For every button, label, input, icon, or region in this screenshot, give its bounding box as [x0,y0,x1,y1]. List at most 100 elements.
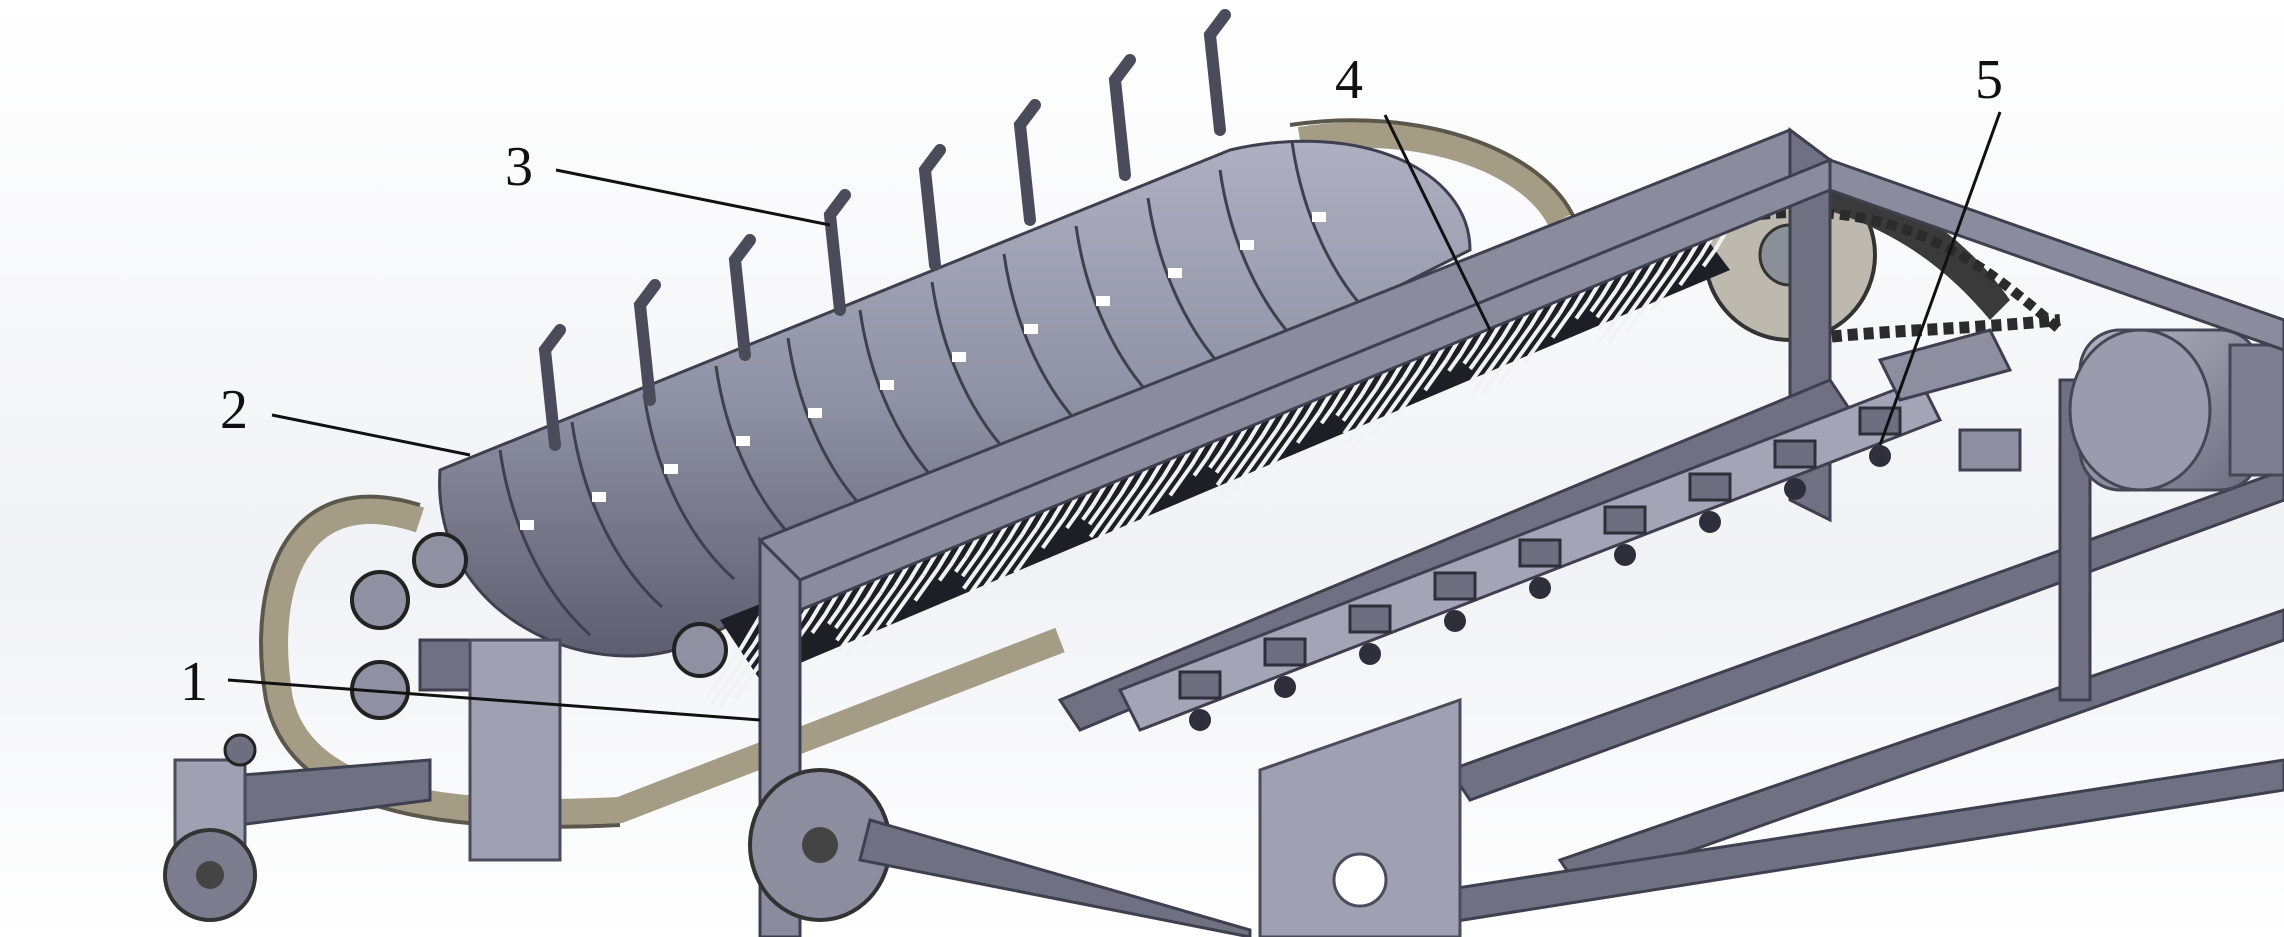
bristle [1596,283,1632,332]
bristle [1423,358,1449,392]
cam-lug [1518,538,1562,568]
drum-slot [1024,324,1038,334]
bristle [1497,318,1548,386]
bristle [1081,503,1095,521]
callout-1: 1 [180,651,208,713]
bristle [1395,364,1435,417]
bristle [1225,428,1279,501]
cam-lug [1688,472,1732,502]
cam-bolt [1614,544,1636,566]
bristle [1625,266,1675,333]
bristle [1468,341,1491,371]
drum-slot [1240,240,1254,250]
callout-5: 5 [1975,49,2003,111]
pick-finger [538,324,566,451]
cam-lug [1773,439,1817,469]
motor [2068,328,2284,492]
bristle [1087,498,1110,526]
pick-finger [633,279,661,406]
bristle [988,527,1039,596]
cam-bolt [1359,643,1381,665]
bristle [1140,469,1180,522]
bristle [1598,277,1646,343]
cam-bolt [1529,577,1551,599]
front-pulley [748,768,1252,937]
cam-lug [1348,604,1392,634]
cam-bolt [1189,709,1211,731]
bristle [1065,509,1081,530]
bristle [1192,457,1208,477]
bristle [1344,382,1392,447]
bristle [810,614,827,634]
bristle [1589,295,1604,313]
bristle [844,585,898,658]
bristle [1650,260,1689,311]
drum-slot [1312,212,1326,222]
bristle [1471,329,1519,395]
bristle [1013,521,1053,575]
bristle [1574,301,1590,320]
bristle [1342,387,1378,435]
callout-3: 3 [505,136,533,198]
callout-2: 2 [220,379,248,441]
bristle [937,561,954,582]
bristle [963,538,1011,602]
pick-finger [823,189,851,316]
pick-finger [728,234,756,361]
bristle [964,535,981,559]
bristle [1090,486,1138,550]
cam-lug [1433,571,1477,601]
base-frame [1377,378,2284,932]
bristle [954,556,968,573]
bristle [835,596,869,642]
cam-lug [1858,406,1902,436]
pick-fingers [538,9,1231,451]
bristle [1217,434,1265,499]
bristle [1115,474,1166,543]
bristle [1462,347,1477,365]
bristle [1523,312,1562,364]
cam-shaft [1117,328,2022,732]
cam-lug [1603,505,1647,535]
bristle [826,608,841,626]
bristle [1701,248,1717,268]
leader-1 [227,678,761,722]
bristle [1242,422,1293,491]
bristle [1469,335,1505,383]
bristle [960,550,982,578]
callout-4: 4 [1335,49,1363,111]
pick-finger [918,144,946,271]
caster-wheel [163,733,257,922]
leader-lines [227,111,2002,722]
bristle [962,544,996,590]
bristle [1550,306,1576,339]
cam-lug [1178,670,1222,700]
bristle [836,590,883,654]
bristle [1098,480,1152,553]
bristle [1088,492,1124,539]
bristle [913,567,940,602]
bristle [1168,463,1194,497]
cam-lug [1263,637,1307,667]
bristle [1319,405,1336,425]
bristle [1352,376,1406,449]
leader-4 [1383,114,1492,331]
bristle [971,532,1025,605]
bristle [885,573,926,627]
drum-slot [952,352,966,362]
bristle [1447,353,1463,373]
bristle [1678,254,1703,287]
drum-segment-line [498,449,592,637]
bristle [837,587,854,611]
bristle [1268,416,1307,469]
bristle [1041,515,1067,550]
pick-finger [1203,9,1231,136]
bristle [1479,324,1533,397]
leader-3 [555,168,831,227]
bristle [1341,393,1364,422]
bristle [1370,370,1420,438]
bristle [860,579,912,648]
bristle [709,643,756,706]
